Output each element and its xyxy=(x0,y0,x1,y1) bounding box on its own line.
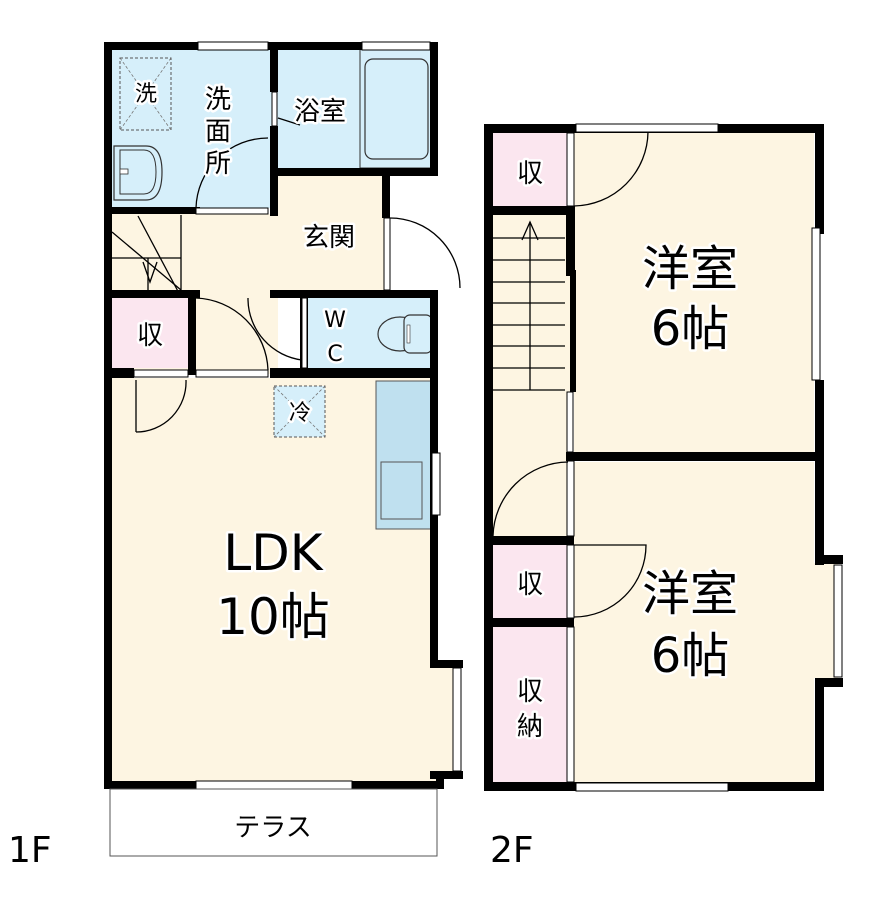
room-closet-2f xyxy=(490,627,568,782)
floor-1f: 洗 洗 面 所 浴室 玄関 収 W C 冷 LDK 10帖 テラス 1F xyxy=(8,41,463,871)
label-washer: 洗 xyxy=(135,82,157,107)
label-storage-1f: 収 xyxy=(137,321,163,351)
room-storage-1f xyxy=(110,298,190,368)
label-bathroom: 浴室 xyxy=(294,97,346,127)
wash-basin-icon xyxy=(113,145,163,201)
stairs-2f xyxy=(493,220,565,391)
label-western-2-size: 6帖 xyxy=(651,628,730,684)
label-closet-2: 納 xyxy=(517,712,543,742)
label-entrance: 玄関 xyxy=(303,223,355,253)
label-terrace: テラス xyxy=(234,813,311,843)
room-western-2 xyxy=(574,462,814,782)
room-western-1 xyxy=(574,132,814,456)
room-storage-2f-mid xyxy=(490,545,568,618)
kitchen-counter xyxy=(375,380,435,530)
label-closet-1: 収 xyxy=(517,677,543,707)
label-toilet-w: W xyxy=(324,308,346,333)
kitchen-sink xyxy=(380,461,423,520)
label-storage-2f-top: 収 xyxy=(517,159,543,189)
floor-label-2f: 2F xyxy=(490,830,534,871)
label-toilet-c: C xyxy=(327,342,342,367)
stairs-1f xyxy=(110,215,182,298)
label-western-2: 洋室 xyxy=(642,566,738,622)
label-western-1: 洋室 xyxy=(642,241,738,297)
washer-space xyxy=(119,57,172,131)
room-entrance xyxy=(274,174,384,292)
floor-label-1f: 1F xyxy=(8,830,52,871)
label-washroom-2: 面 xyxy=(205,117,231,147)
label-washroom-1: 洗 xyxy=(205,85,231,115)
label-fridge: 冷 xyxy=(289,401,311,426)
bathtub-icon xyxy=(359,47,433,169)
label-ldk-size: 10帖 xyxy=(216,588,330,646)
room-storage-2f-top xyxy=(490,132,568,207)
label-washroom-3: 所 xyxy=(205,149,231,179)
terrace xyxy=(109,788,438,857)
label-ldk: LDK xyxy=(223,524,323,582)
floor-2f: 収 洋室 6帖 収 洋室 6帖 収 納 2F xyxy=(484,123,843,871)
label-western-1-size: 6帖 xyxy=(651,301,730,357)
label-storage-2f-mid: 収 xyxy=(517,570,543,600)
